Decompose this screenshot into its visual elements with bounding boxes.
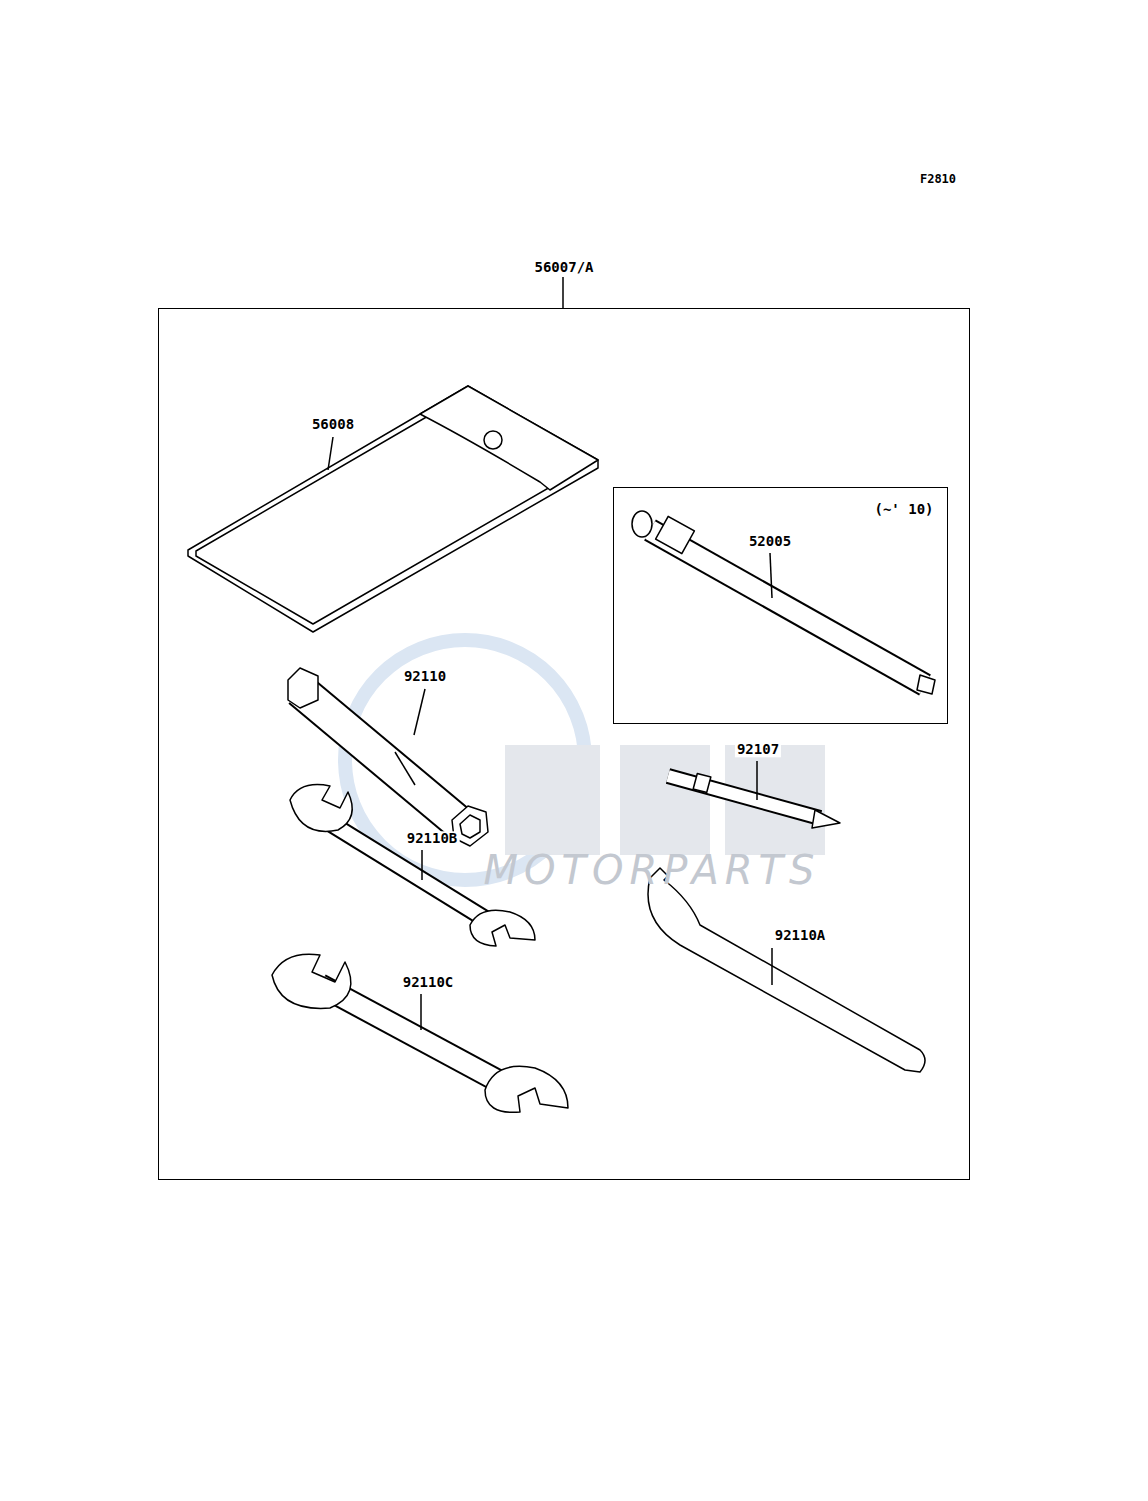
part-number: 56007/A bbox=[532, 260, 595, 275]
callout-number: 92110A bbox=[773, 928, 828, 943]
callout-number: 92110C bbox=[401, 975, 456, 990]
callout-number: 92110 bbox=[402, 669, 448, 684]
callout-number: 56008 bbox=[310, 417, 356, 432]
part-number: 52005 bbox=[747, 534, 793, 549]
watermark: MOTORPARTS bbox=[482, 848, 823, 892]
figure-code: F2810 bbox=[918, 173, 958, 186]
variant-box: (~' 10) 52005 bbox=[613, 487, 948, 724]
callout-number: 92107 bbox=[735, 742, 781, 757]
part-number: (~' 10) bbox=[872, 502, 935, 517]
watermark-letters bbox=[505, 745, 825, 855]
kit-box: 56007/A(~' 10)52005 bbox=[158, 308, 970, 1180]
callout-number: 92110B bbox=[405, 831, 460, 846]
